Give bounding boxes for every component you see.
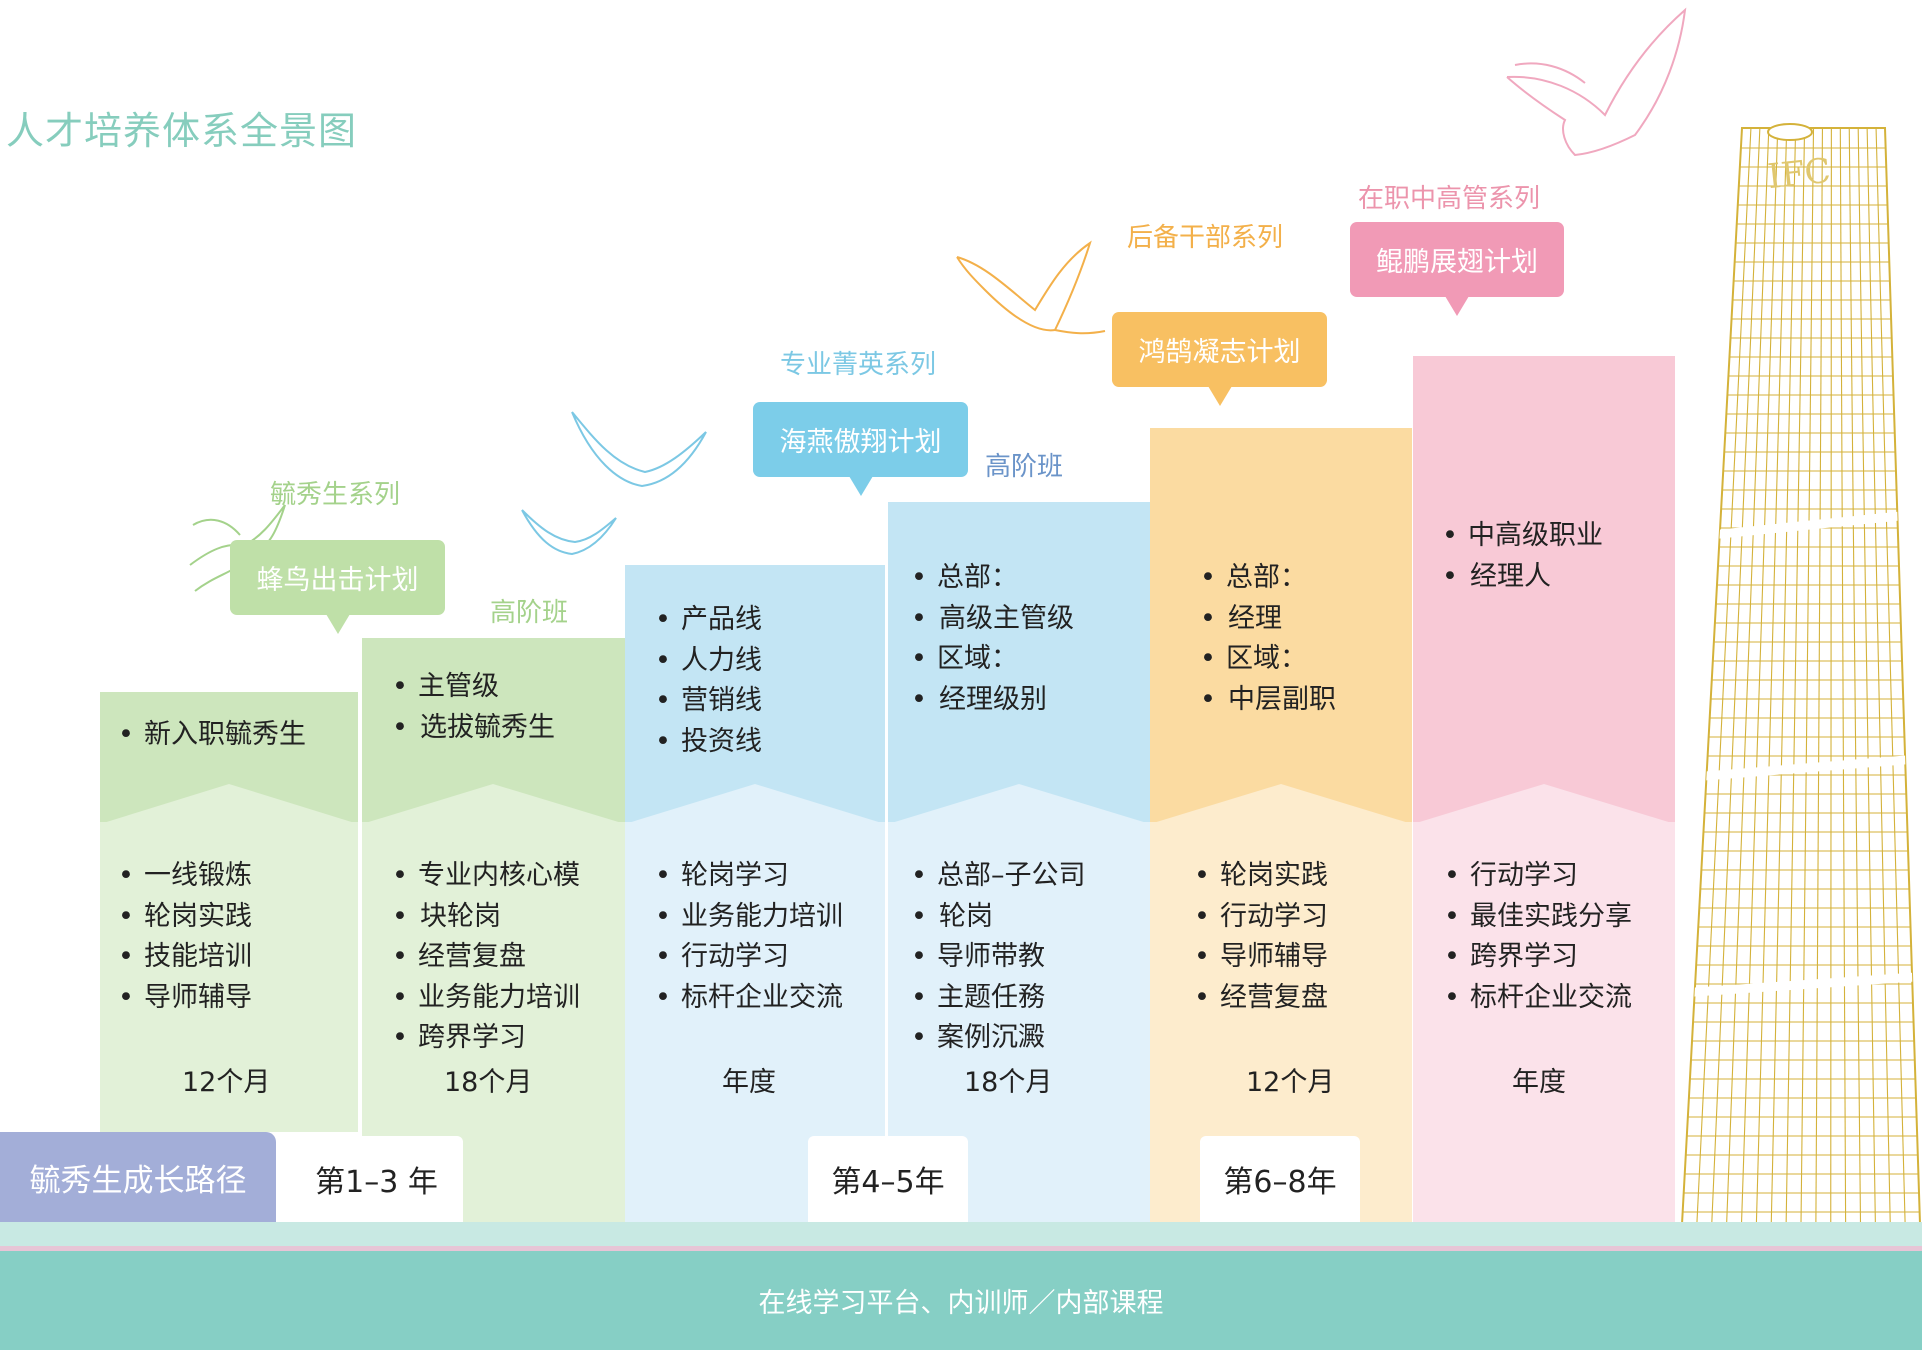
series-label-2: 高阶班 xyxy=(490,598,569,628)
base-strip xyxy=(0,1222,1922,1250)
list-item: 人力线 xyxy=(655,641,762,682)
list-item-continued: 高级主管级 xyxy=(911,599,1074,640)
list-item: 标杆企业交流 xyxy=(655,978,843,1019)
list-item: 轮岗学习 xyxy=(655,856,843,897)
list-item: 跨界学习 xyxy=(1444,937,1632,978)
list-item-continued: 块轮岗 xyxy=(392,897,580,938)
platform-bar: 在线学习平台、内训师／内部课程 xyxy=(0,1251,1922,1350)
plan-callout-fengniao: 蜂鸟出击计划 xyxy=(230,540,445,634)
column-3-top-list: 产品线 人力线 营销线 投资线 xyxy=(655,600,762,762)
list-item: 轮岗实践 xyxy=(1194,856,1328,897)
list-item: 区域： xyxy=(911,639,1074,680)
year-label-6-8: 第6–8年 xyxy=(1200,1136,1360,1222)
list-item: 总部–子公司 xyxy=(911,856,1086,897)
list-item-continued: 轮岗 xyxy=(911,897,1086,938)
list-item-continued: 经理人 xyxy=(1442,557,1603,598)
column-5 xyxy=(1150,428,1412,1222)
series-label-3: 专业菁英系列 xyxy=(780,350,937,380)
column-6-top-list: 中高级职业 经理人 xyxy=(1442,516,1603,597)
column-2-top-list: 主管级 选拔毓秀生 xyxy=(392,667,555,748)
plan-label: 鲲鹏展翅计划 xyxy=(1376,247,1538,278)
list-item: 最佳实践分享 xyxy=(1444,897,1632,938)
list-item: 主管级 xyxy=(392,667,555,708)
list-item-continued: 经理级别 xyxy=(911,680,1074,721)
list-item: 总部： xyxy=(911,558,1074,599)
plan-label: 蜂鸟出击计划 xyxy=(256,565,419,596)
list-item: 一线锻炼 xyxy=(118,856,252,897)
column-1-bottom-list: 一线锻炼 轮岗实践 技能培训 导师辅导 xyxy=(118,856,252,1018)
column-6-duration: 年度 xyxy=(1512,1067,1566,1098)
bird-icon-blue-2 xyxy=(571,411,707,488)
column-1-top-list: 新入职毓秀生 xyxy=(118,715,306,756)
list-item: 新入职毓秀生 xyxy=(118,715,306,756)
column-4-bottom-list: 总部–子公司 轮岗 导师带教 主题任務 案例沉澱 xyxy=(911,856,1086,1059)
series-label-4: 高阶班 xyxy=(985,452,1064,482)
plan-callout-kunpeng: 鲲鹏展翅计划 xyxy=(1350,222,1564,316)
column-3-duration: 年度 xyxy=(722,1067,776,1098)
bird-icon-pink xyxy=(1506,7,1687,157)
list-item: 案例沉澱 xyxy=(911,1018,1086,1059)
year-label-4-5: 第4–5年 xyxy=(808,1136,968,1222)
column-3-bottom-list: 轮岗学习 业务能力培训 行动学习 标杆企业交流 xyxy=(655,856,843,1018)
list-item: 业务能力培训 xyxy=(655,897,843,938)
list-item-continued: 中层副职 xyxy=(1200,680,1336,721)
list-item: 导师辅导 xyxy=(118,978,252,1019)
series-label-6: 在职中高管系列 xyxy=(1358,184,1541,214)
list-item: 专业内核心模 xyxy=(392,856,580,897)
list-item: 经营复盘 xyxy=(392,937,580,978)
list-item: 产品线 xyxy=(655,600,762,641)
list-item: 投资线 xyxy=(655,722,762,763)
column-1-duration: 12个月 xyxy=(182,1067,271,1098)
series-label-1: 毓秀生系列 xyxy=(270,480,401,510)
bird-icon-blue-1 xyxy=(521,509,617,556)
year-label-1-3: 第1–3 年 xyxy=(290,1136,463,1222)
column-5-bottom-list: 轮岗实践 行动学习 导师辅导 经营复盘 xyxy=(1194,856,1328,1018)
list-item: 业务能力培训 xyxy=(392,978,580,1019)
list-item: 经营复盘 xyxy=(1194,978,1328,1019)
plan-callout-honghu: 鸿鹄凝志计划 xyxy=(1112,312,1327,406)
growth-path-label: 毓秀生成长路径 xyxy=(0,1132,276,1222)
column-2-duration: 18个月 xyxy=(444,1067,533,1098)
list-item: 总部： xyxy=(1200,558,1336,599)
column-4-top-list: 总部： 高级主管级 区域： 经理级别 xyxy=(911,558,1074,720)
column-2-bottom-list: 专业内核心模 块轮岗 经营复盘 业务能力培训 跨界学习 xyxy=(392,856,580,1059)
plan-label: 海燕傲翔计划 xyxy=(779,427,942,458)
list-item: 轮岗实践 xyxy=(118,897,252,938)
list-item: 行动学习 xyxy=(1194,897,1328,938)
list-item-continued: 选拔毓秀生 xyxy=(392,708,555,749)
list-item: 中高级职业 xyxy=(1442,516,1603,557)
column-4-duration: 18个月 xyxy=(964,1067,1053,1098)
page-title: 人才培养体系全景图 xyxy=(6,109,358,153)
list-item: 标杆企业交流 xyxy=(1444,978,1632,1019)
list-item: 行动学习 xyxy=(655,937,843,978)
list-item-continued: 经理 xyxy=(1200,599,1336,640)
ifc-tower-illustration: IFC xyxy=(1680,123,1922,1224)
column-6-bottom-list: 行动学习 最佳实践分享 跨界学习 标杆企业交流 xyxy=(1444,856,1632,1018)
list-item: 技能培训 xyxy=(118,937,252,978)
base-strip-accent xyxy=(0,1246,1922,1251)
list-item: 主题任務 xyxy=(911,978,1086,1019)
list-item: 跨界学习 xyxy=(392,1018,580,1059)
list-item: 营销线 xyxy=(655,681,762,722)
column-5-top-list: 总部： 经理 区域： 中层副职 xyxy=(1200,558,1336,720)
plan-callout-haiyan: 海燕傲翔计划 xyxy=(753,402,968,496)
list-item: 行动学习 xyxy=(1444,856,1632,897)
tower-logo: IFC xyxy=(1766,151,1833,197)
list-item: 导师辅导 xyxy=(1194,937,1328,978)
column-5-duration: 12个月 xyxy=(1246,1067,1335,1098)
plan-label: 鸿鹄凝志计划 xyxy=(1138,337,1301,368)
list-item: 区域： xyxy=(1200,639,1336,680)
series-label-5: 后备干部系列 xyxy=(1127,223,1284,253)
bird-icon-orange xyxy=(956,240,1106,335)
list-item: 导师带教 xyxy=(911,937,1086,978)
